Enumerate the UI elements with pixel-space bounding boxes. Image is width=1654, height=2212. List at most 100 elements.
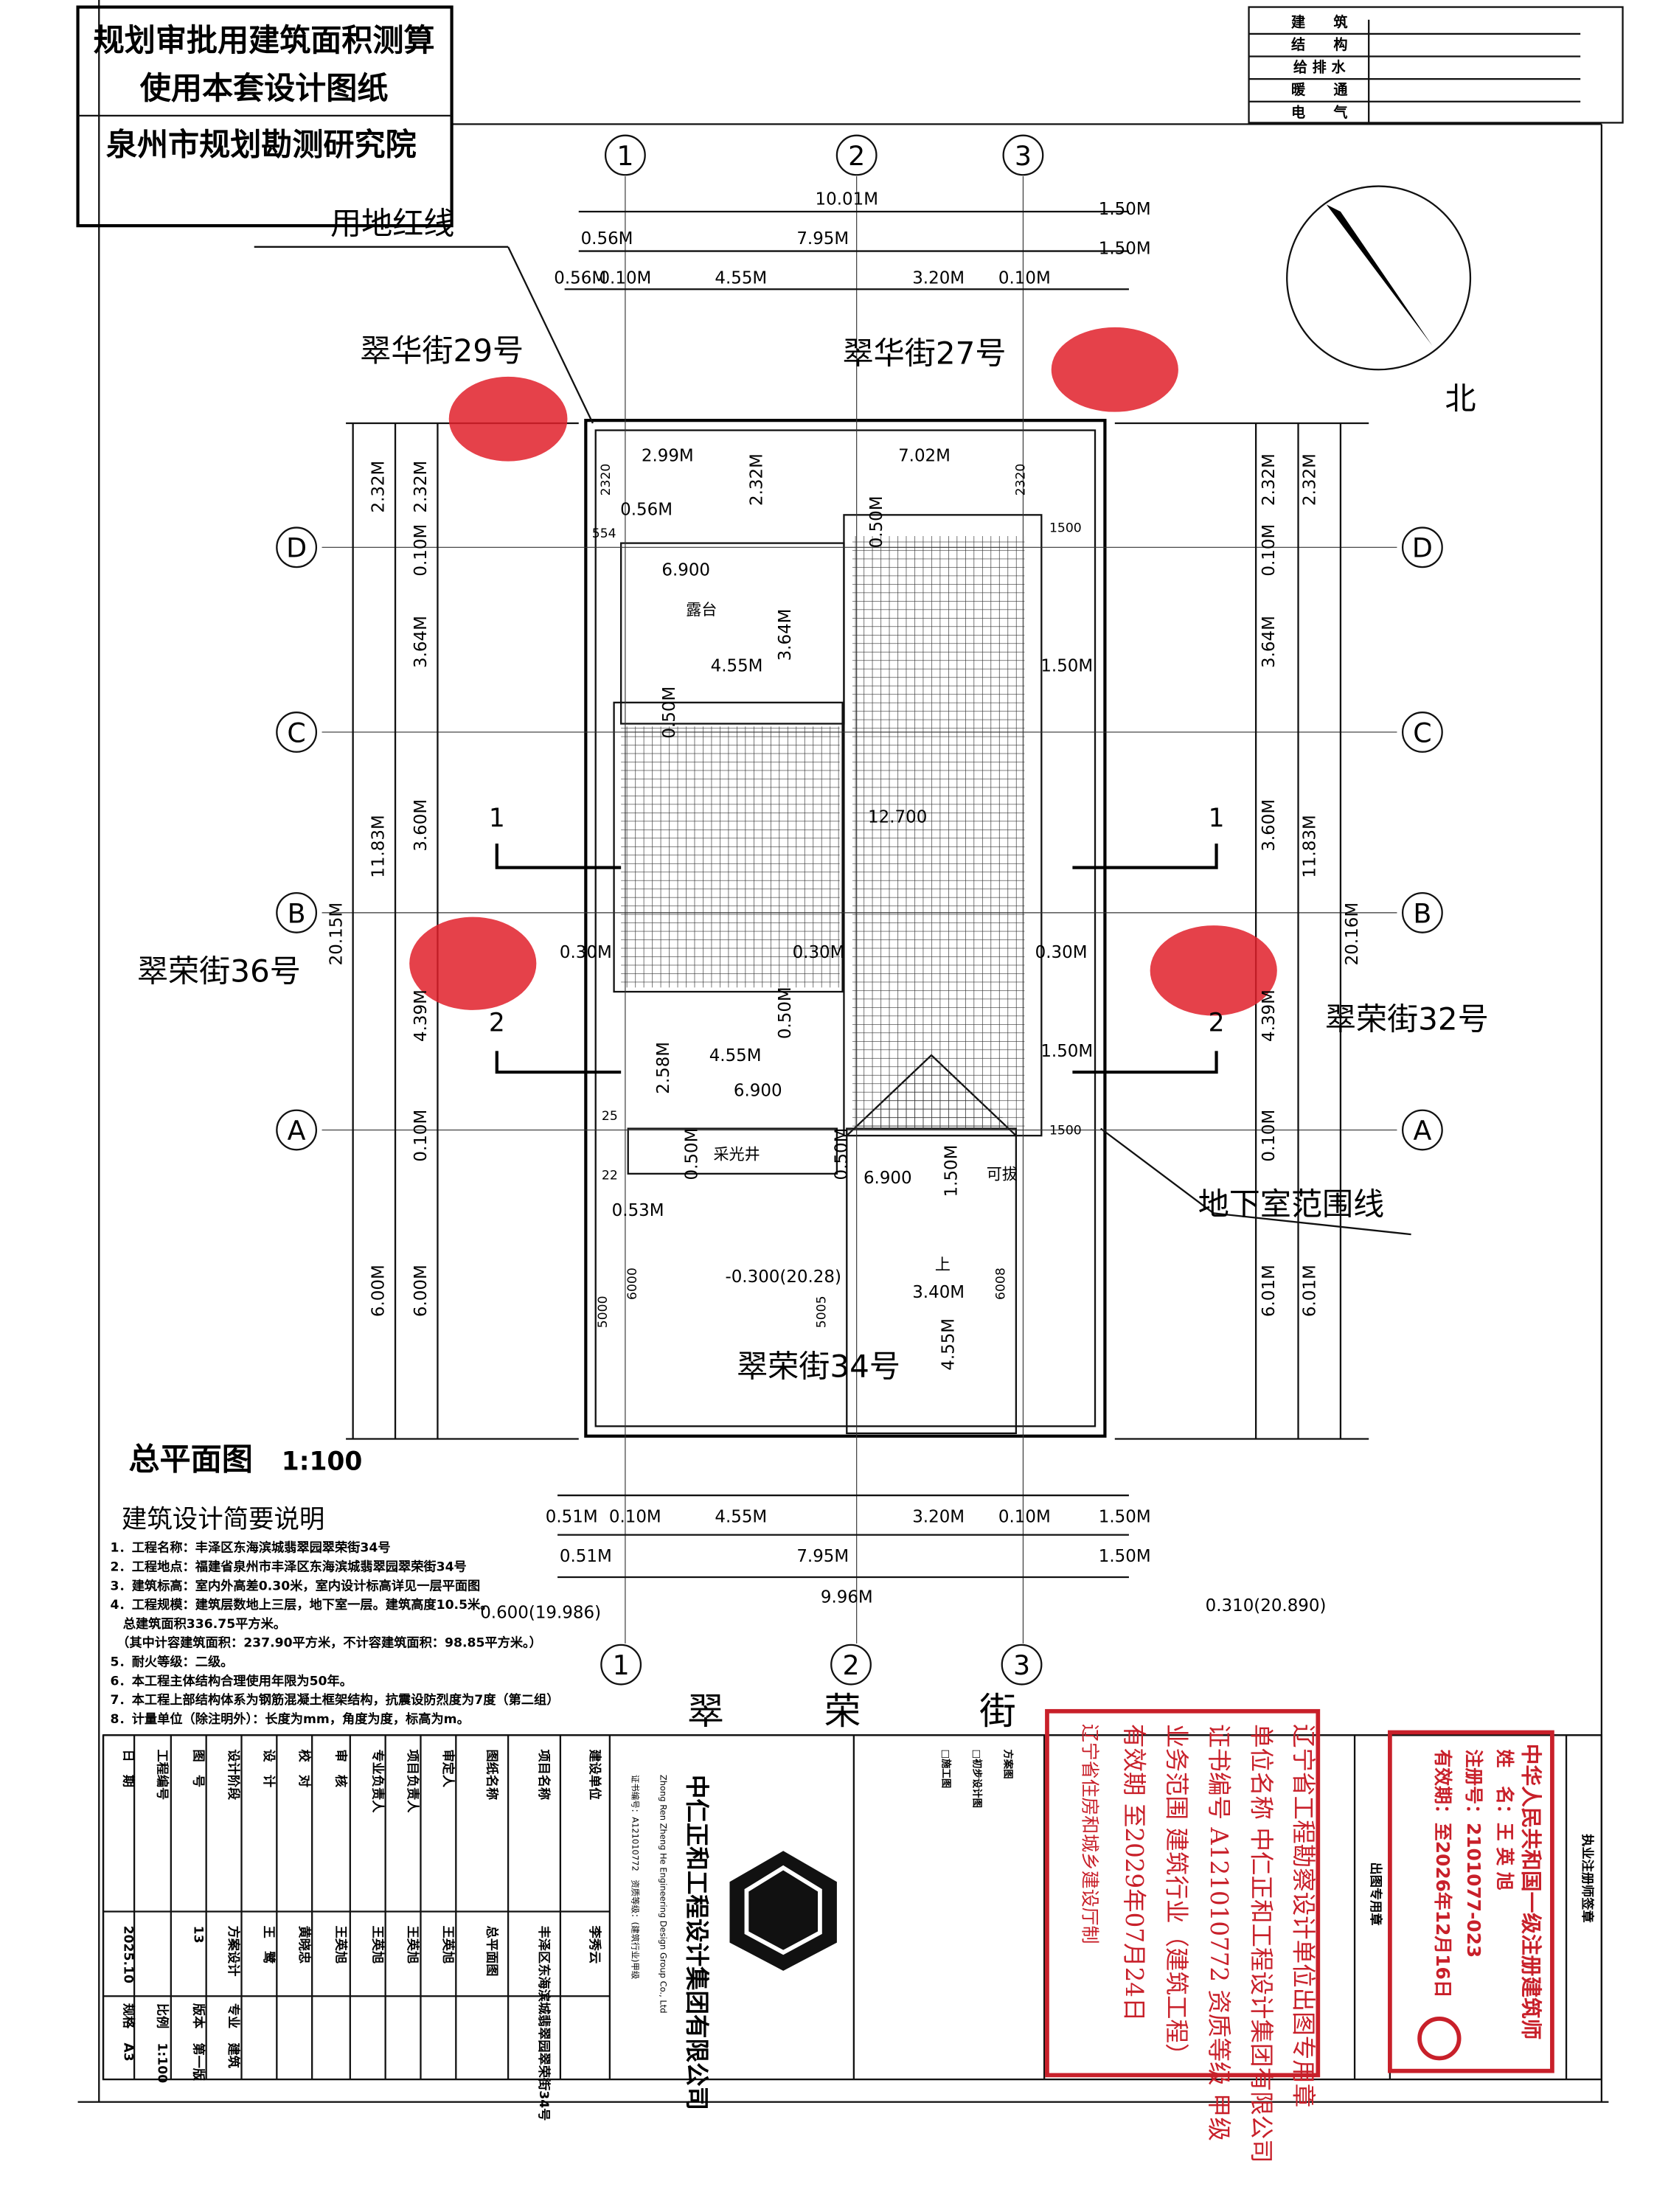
seal-column-header: 执业注册师签章 xyxy=(1580,1834,1595,1922)
title-block-label: 工程编号 xyxy=(155,1749,170,1800)
dimension-label: -0.300(20.28) xyxy=(725,1267,841,1287)
dimension-label: 1.50M xyxy=(1099,1507,1151,1526)
dimension-label: 0.56M xyxy=(554,269,606,288)
section-mark: 1 xyxy=(489,804,505,833)
dimension-label: 7.02M xyxy=(898,447,951,466)
title-block-value: 建筑 xyxy=(226,2042,241,2068)
dimension-label: 554 xyxy=(592,526,616,541)
dimension-label: 3.64M xyxy=(1259,616,1279,668)
dimension-label: 2.99M xyxy=(642,447,694,466)
unit-stamp-text: 业务范围 建筑行业（建筑工程） xyxy=(1163,1724,1191,2067)
hatched-area-right xyxy=(852,536,1025,1129)
title-block-value: 总平面图 xyxy=(484,1926,499,1977)
company-name: 中仁正和工程设计集团有限公司 xyxy=(683,1775,711,2110)
title-block-value: 2025.10 xyxy=(121,1926,136,1983)
note-line: （其中计容建筑面积：237.90平方米，不计容建筑面积：98.85平方米。） xyxy=(111,1635,542,1651)
terrace-label: 露台 xyxy=(686,600,717,619)
unit-stamp-text: 证书编号 A121010772 资质等级 甲级 xyxy=(1205,1724,1233,2141)
axis-bubble xyxy=(604,134,646,176)
unit-stamp-frame xyxy=(1045,1708,1321,2078)
unit-stamp-text: 有效期 至2029年07月24日 xyxy=(1120,1724,1148,2021)
red-line-label: 用地红线 xyxy=(330,206,454,242)
axis-label: A xyxy=(1413,1115,1431,1147)
note-line: 7．本工程上部结构体系为钢筋混凝土框架结构，抗震设防烈度为7度（第二组） xyxy=(111,1692,560,1708)
title-block-label: 审 核 xyxy=(333,1749,349,1787)
axis-label: D xyxy=(1412,532,1433,564)
dimension-label: 6.900 xyxy=(734,1082,782,1101)
axis-label: C xyxy=(1413,717,1431,748)
neighbor-label: 翠荣街32号 xyxy=(1325,1001,1489,1037)
dimension-label: 3.64M xyxy=(776,609,795,661)
title-block-label: 日 期 xyxy=(121,1749,136,1787)
note-line: 4．工程规模：建筑层数地上三层，地下室一层。建筑高度10.5米。 xyxy=(111,1597,493,1613)
dimension-label: 20.15M xyxy=(327,902,346,965)
title-block-label: 专业 xyxy=(226,2003,241,2028)
sheet-border xyxy=(76,0,1624,2103)
dimension-label: 4.55M xyxy=(715,1507,767,1526)
dimension-label: 6.00M xyxy=(411,1265,431,1317)
dimension-label: 0.10M xyxy=(599,269,651,288)
dimension-label: 6000 xyxy=(625,1267,640,1300)
dimension-label: 4.39M xyxy=(411,990,431,1042)
dimension-label: 3.40M xyxy=(912,1283,965,1302)
axis-label: 3 xyxy=(1015,140,1032,172)
dimension-label: 1500 xyxy=(1049,1123,1082,1138)
neighbor-label: 翠华街27号 xyxy=(843,335,1007,372)
ramp-label: 可拔 xyxy=(987,1164,1018,1183)
dimension-label: 0.10M xyxy=(411,1110,431,1162)
dimension-label: 3.20M xyxy=(912,269,965,288)
dimension-label: 1500 xyxy=(1049,521,1082,535)
dimension-label: 5000 xyxy=(596,1295,611,1328)
axis-bubble xyxy=(1401,891,1443,933)
hatched-area-left xyxy=(621,726,840,988)
stair-up-label: 上 xyxy=(935,1255,951,1273)
dimension-label: 0.56M xyxy=(581,229,633,248)
axis-bubble xyxy=(1002,134,1044,176)
unit-stamp-text: 辽宁省住房和城乡建设厅制 xyxy=(1080,1724,1101,1944)
dimension-label: 2320 xyxy=(1013,464,1028,496)
title-block-label: 图纸名称 xyxy=(484,1749,499,1800)
section-mark: 1 xyxy=(1209,804,1225,833)
title-block-label: 项目名称 xyxy=(536,1749,552,1800)
axis-label: 2 xyxy=(848,140,865,172)
dimension-label: 25 xyxy=(602,1109,618,1124)
title-block-label: 建设单位 xyxy=(587,1749,602,1800)
dimension-label: 6.900 xyxy=(661,561,710,580)
axis-label: 2 xyxy=(842,1649,859,1681)
title-block-label: 设计阶段 xyxy=(226,1749,241,1801)
axis-bubble xyxy=(1401,1109,1443,1151)
dimension-label: 4.55M xyxy=(939,1318,959,1371)
architect-seal-emblem-icon xyxy=(1417,2017,1462,2061)
dimension-label: 0.10M xyxy=(609,1507,661,1526)
approval-text: 使用本套设计图纸 xyxy=(140,69,389,106)
title-block-value: 1:100 xyxy=(155,2042,170,2083)
discipline-label: 结 构 xyxy=(1291,36,1348,53)
company-cert: 证书编号：A121010772 资质等级：(建筑行业)甲级 xyxy=(630,1775,640,1980)
dimension-label: 0.600(19.986) xyxy=(480,1604,601,1623)
dimension-label: 10.01M xyxy=(816,189,878,209)
dimension-label: 1.50M xyxy=(1099,239,1151,258)
approval-institute: 泉州市规划勘测研究院 xyxy=(106,125,417,162)
north-arrow-icon xyxy=(1286,185,1472,371)
dimension-label: 4.55M xyxy=(709,1046,762,1065)
note-line: 8．计量单位（除注明外）：长度为mm，角度为度，标高为m。 xyxy=(111,1711,470,1727)
note-line: 5．耐火等级：二级。 xyxy=(111,1655,234,1670)
company-name-en: Zhong Ren Zheng He Engineering Design Gr… xyxy=(659,1775,669,2014)
dimension-label: 1.50M xyxy=(1099,200,1151,219)
seal-column-header: 出图专用章 xyxy=(1368,1863,1383,1926)
dimension-label: 0.10M xyxy=(998,269,1051,288)
plan-title: 总平面图 xyxy=(128,1441,252,1478)
plan-scale: 1:100 xyxy=(282,1447,363,1477)
dimension-label: 6.01M xyxy=(1259,1265,1279,1317)
dimension-label: 3.64M xyxy=(411,616,431,668)
architect-stamp-title: 中华人民共和国一级注册建筑师 xyxy=(1519,1744,1544,2040)
dimension-label: 3.60M xyxy=(1259,799,1279,852)
axis-bubble xyxy=(1401,526,1443,568)
dimension-label: 11.83M xyxy=(1300,815,1319,877)
architect-stamp-frame xyxy=(1388,1730,1554,2073)
dimension-label: 12.700 xyxy=(868,807,927,827)
dimension-label: 2.32M xyxy=(369,461,389,513)
dimension-label: 0.10M xyxy=(998,1507,1051,1526)
discipline-label: 暖 通 xyxy=(1291,81,1348,98)
